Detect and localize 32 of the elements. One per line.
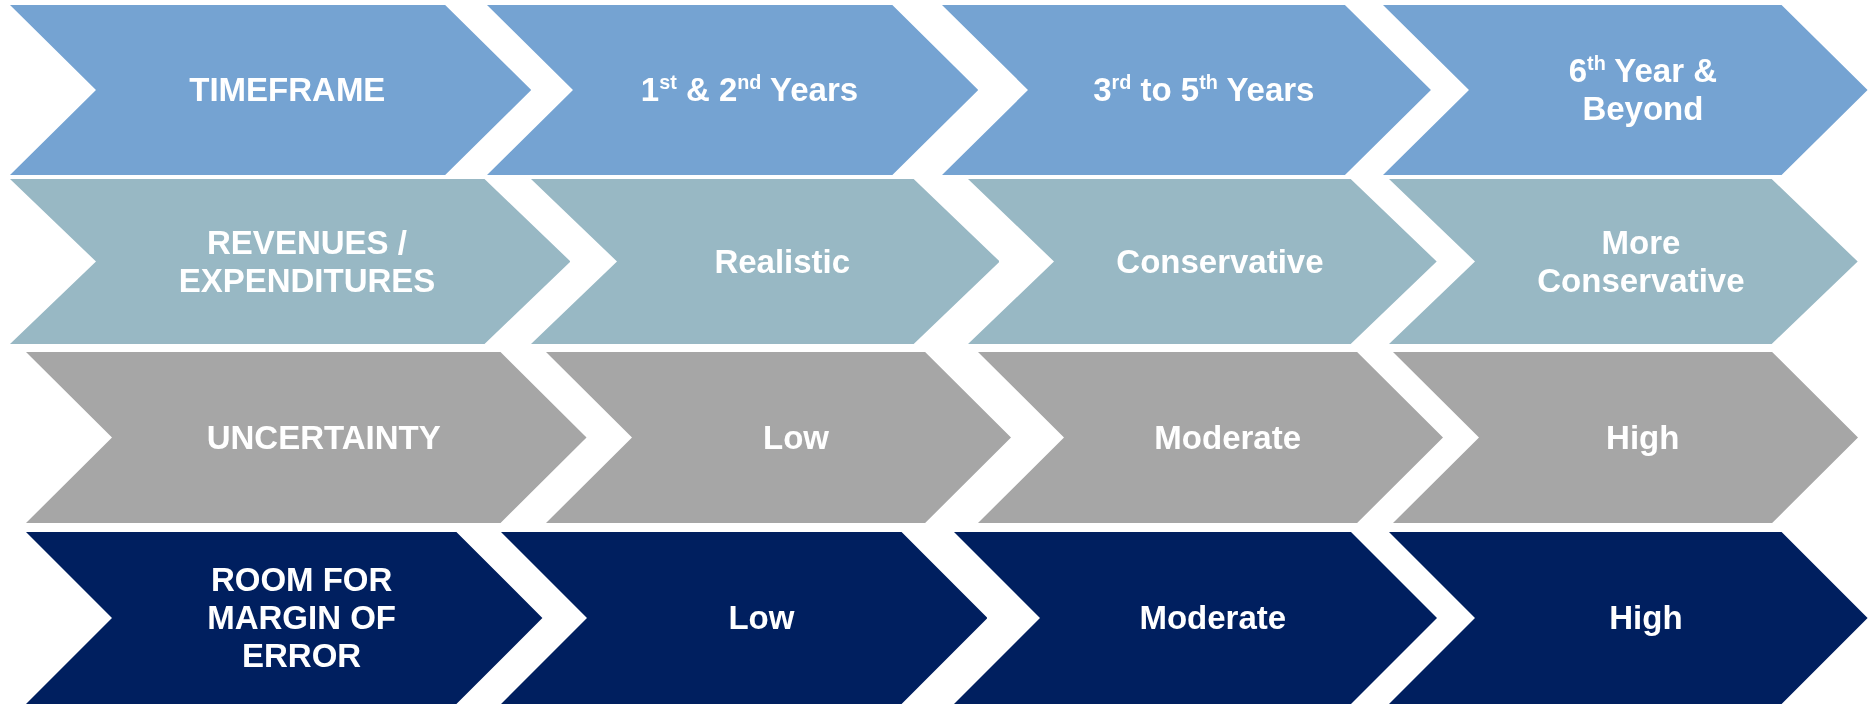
chevron-shape <box>26 352 587 523</box>
chevron-shape <box>26 532 543 704</box>
chevron-shape <box>486 5 978 175</box>
chevron-shape <box>9 5 531 175</box>
chevron-shape <box>500 532 988 704</box>
chevron-shape <box>1389 179 1859 344</box>
chevron-label: 3$^{rd}$ to 5$^{th}$ Years <box>1093 71 1315 109</box>
chevron-shape <box>954 532 1438 704</box>
chevron-label: REVENUES / EXPENDITURES <box>177 223 437 300</box>
chevron-label: Conservative <box>1116 242 1324 281</box>
chevron-shape <box>968 179 1438 344</box>
chevron-shape <box>9 179 571 344</box>
chevron-shape <box>1389 532 1868 704</box>
chevron-shape <box>977 352 1444 523</box>
chevron-shape <box>530 179 1000 344</box>
chevron-label: Moderate <box>1154 418 1302 457</box>
chevron-label: High <box>1606 418 1680 457</box>
chevron-shape <box>1392 352 1859 523</box>
chevron-label: TIMEFRAME <box>189 71 386 109</box>
chevron-shape <box>1383 5 1868 175</box>
chevron-label: More Conservative <box>1536 223 1746 300</box>
chevron-shape <box>942 5 1432 175</box>
chevron-label: Low <box>762 418 829 457</box>
chevron-label: High <box>1609 599 1683 637</box>
chevron-label: 1$^{st}$ & 2$^{nd}$ Years <box>640 71 859 109</box>
chevron-shape <box>546 352 1012 523</box>
chevron-label: 6$^{th}$ Year & Beyond <box>1567 52 1719 128</box>
chevron-label: Moderate <box>1139 599 1287 637</box>
chevron-label: ROOM FOR MARGIN OF ERROR <box>206 561 398 675</box>
chevron-label: Realistic <box>714 242 851 281</box>
chevron-label: Low <box>728 599 795 637</box>
chevron-label: UNCERTAINTY <box>206 418 441 457</box>
